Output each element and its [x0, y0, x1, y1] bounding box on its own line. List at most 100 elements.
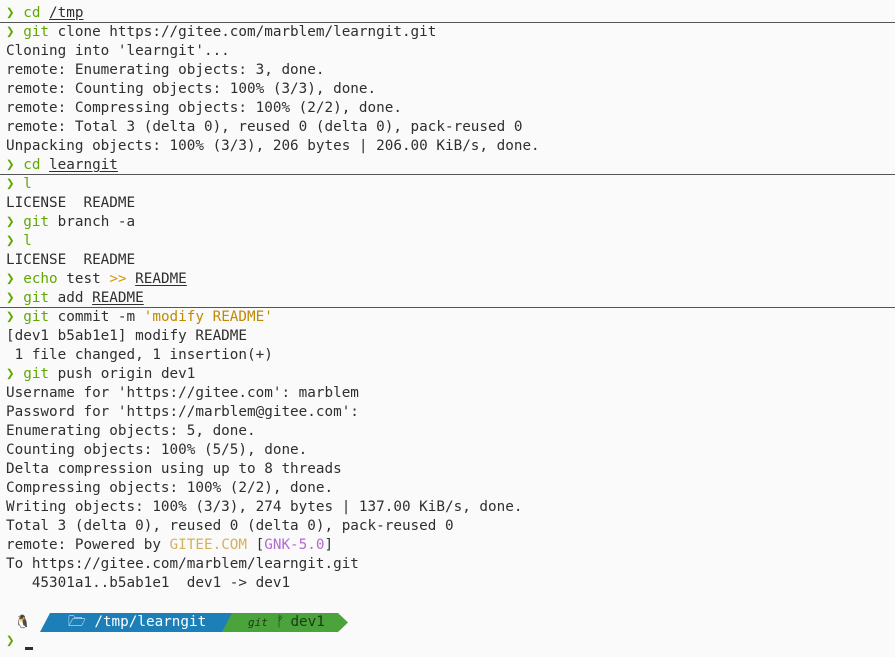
- terminal-text: Counting objects: 100% (5/5), done.: [6, 442, 308, 458]
- terminal-text: README: [92, 290, 144, 306]
- terminal-text: l: [23, 176, 32, 192]
- git-segment-text: git ᚠ dev1: [248, 613, 325, 632]
- folder-icon: 🗁: [68, 614, 86, 630]
- terminal-line: [new branch] dev1 -> dev1: [0, 0, 895, 4]
- prompt-symbol: ❯: [6, 5, 24, 21]
- terminal-text: /tmp: [49, 5, 84, 21]
- terminal-text: git: [23, 290, 50, 306]
- terminal-text: remote: Compressing objects: 100% (2/2),…: [6, 100, 402, 116]
- terminal-text: README: [135, 271, 187, 287]
- terminal-line: remote: Compressing objects: 100% (2/2),…: [0, 99, 895, 118]
- terminal-text: commit -m: [49, 309, 144, 325]
- terminal-line: Username for 'https://gitee.com': marble…: [0, 384, 895, 403]
- terminal-text: clone https://gitee.com/marblem/learngit…: [49, 24, 437, 40]
- terminal-text: Password for 'https://marblem@gitee.com'…: [6, 404, 359, 420]
- terminal-line: remote: Total 3 (delta 0), reused 0 (del…: [0, 118, 895, 137]
- terminal-line: ❯ cd learngit: [0, 156, 895, 175]
- terminal-line: LICENSE README: [0, 251, 895, 270]
- terminal-text: ]: [324, 537, 334, 553]
- terminal-text: [dev1 b5ab1e1] modify README: [6, 328, 248, 344]
- terminal-text: [127, 271, 136, 287]
- terminal-text: Writing objects: 100% (3/3), 274 bytes |…: [6, 499, 523, 515]
- terminal-text: Cloning into 'learngit'...: [6, 43, 230, 59]
- terminal-line: Writing objects: 100% (3/3), 274 bytes |…: [0, 498, 895, 517]
- prompt-symbol: ❯: [6, 290, 24, 306]
- prompt-statusbar: 🐧 🗁 /tmp/learngit git ᚠ dev1: [0, 613, 895, 632]
- terminal-line: Total 3 (delta 0), reused 0 (delta 0), p…: [0, 517, 895, 536]
- terminal-line: ❯ git push origin dev1: [0, 365, 895, 384]
- terminal-line: Unpacking objects: 100% (3/3), 206 bytes…: [0, 137, 895, 156]
- terminal-text: Username for 'https://gitee.com': marble…: [6, 385, 359, 401]
- terminal-line: remote: Powered by GITEE.COM [GNK-5.0]: [0, 536, 895, 555]
- terminal-line: Password for 'https://marblem@gitee.com'…: [0, 403, 895, 422]
- terminal-text: git: [23, 309, 50, 325]
- prompt-symbol: ❯: [6, 176, 24, 192]
- terminal-line: Counting objects: 100% (5/5), done.: [0, 441, 895, 460]
- terminal-line: Delta compression using up to 8 threads: [0, 460, 895, 479]
- terminal-text: remote: Total 3 (delta 0), reused 0 (del…: [6, 119, 523, 135]
- prompt-symbol: ❯: [6, 633, 15, 649]
- terminal-text: Delta compression using up to 8 threads: [6, 461, 342, 477]
- terminal-line: ❯ git branch -a: [0, 213, 895, 232]
- terminal-text: Total 3 (delta 0), reused 0 (delta 0), p…: [6, 518, 454, 534]
- terminal-line: remote: Enumerating objects: 3, done.: [0, 61, 895, 80]
- terminal-text: git: [23, 214, 50, 230]
- terminal-text: cd: [23, 5, 50, 21]
- terminal-text: LICENSE README: [6, 252, 136, 268]
- terminal-text: remote: Powered by: [6, 537, 170, 553]
- terminal-text: remote: Counting objects: 100% (3/3), do…: [6, 81, 377, 97]
- terminal-text: test: [57, 271, 110, 287]
- prompt-symbol: ❯: [6, 214, 24, 230]
- terminal-text: [: [247, 537, 265, 553]
- terminal-text: GNK-5.0: [264, 537, 325, 553]
- terminal-text: git: [23, 24, 50, 40]
- terminal-line: ❯ git clone https://gitee.com/marblem/le…: [0, 23, 895, 42]
- prompt-symbol: ❯: [6, 309, 24, 325]
- terminal-text: branch -a: [49, 214, 136, 230]
- terminal-line: 1 file changed, 1 insertion(+): [0, 346, 895, 365]
- terminal-line: ❯ git add README: [0, 289, 895, 308]
- terminal-text: learngit: [49, 157, 118, 173]
- terminal-text: [new branch] dev1 -> dev1: [6, 0, 281, 2]
- terminal-line: Compressing objects: 100% (2/2), done.: [0, 479, 895, 498]
- tux-icon: 🐧: [14, 615, 32, 630]
- git-icon: git: [248, 616, 268, 629]
- prompt-symbol: ❯: [6, 157, 24, 173]
- prompt-symbol: ❯: [6, 233, 24, 249]
- terminal-line: Enumerating objects: 5, done.: [0, 422, 895, 441]
- terminal-line: ❯ echo test >> README: [0, 270, 895, 289]
- terminal-text: cd: [23, 157, 50, 173]
- terminal-text: GITEE.COM: [169, 537, 248, 553]
- terminal-text: To https://gitee.com/marblem/learngit.gi…: [6, 556, 359, 572]
- current-branch: dev1: [290, 614, 325, 630]
- terminal-text: git: [23, 366, 50, 382]
- prompt-symbol: ❯: [6, 271, 24, 287]
- terminal-line: To https://gitee.com/marblem/learngit.gi…: [0, 555, 895, 574]
- terminal-text: 1 file changed, 1 insertion(+): [6, 347, 273, 363]
- terminal-text: remote: Enumerating objects: 3, done.: [6, 62, 325, 78]
- terminal-text: 45301a1..b5ab1e1 dev1 -> dev1: [6, 575, 291, 591]
- terminal-line: Cloning into 'learngit'...: [0, 42, 895, 61]
- text-cursor[interactable]: [25, 647, 33, 650]
- terminal-text: push origin dev1: [49, 366, 196, 382]
- terminal-line: ❯ git commit -m 'modify README': [0, 308, 895, 327]
- terminal-text: >>: [109, 271, 127, 287]
- branch-icon: ᚠ: [275, 614, 285, 630]
- terminal-text: Compressing objects: 100% (2/2), done.: [6, 480, 334, 496]
- current-path: /tmp/learngit: [94, 614, 207, 630]
- terminal-line: ❯ cd /tmp: [0, 4, 895, 23]
- path-segment: [40, 613, 240, 632]
- terminal-text: Enumerating objects: 5, done.: [6, 423, 256, 439]
- prompt-symbol: ❯: [6, 24, 24, 40]
- terminal-text: Unpacking objects: 100% (3/3), 206 bytes…: [6, 138, 540, 154]
- prompt-symbol: ❯: [6, 366, 24, 382]
- terminal-line: [dev1 b5ab1e1] modify README: [0, 327, 895, 346]
- terminal-text: 'modify README': [143, 309, 273, 325]
- terminal-text: echo: [23, 271, 58, 287]
- terminal-text: add: [49, 290, 93, 306]
- terminal-line: LICENSE README: [0, 194, 895, 213]
- git-segment: [222, 613, 348, 632]
- terminal-line: 45301a1..b5ab1e1 dev1 -> dev1: [0, 574, 895, 593]
- terminal-line: remote: Counting objects: 100% (3/3), do…: [0, 80, 895, 99]
